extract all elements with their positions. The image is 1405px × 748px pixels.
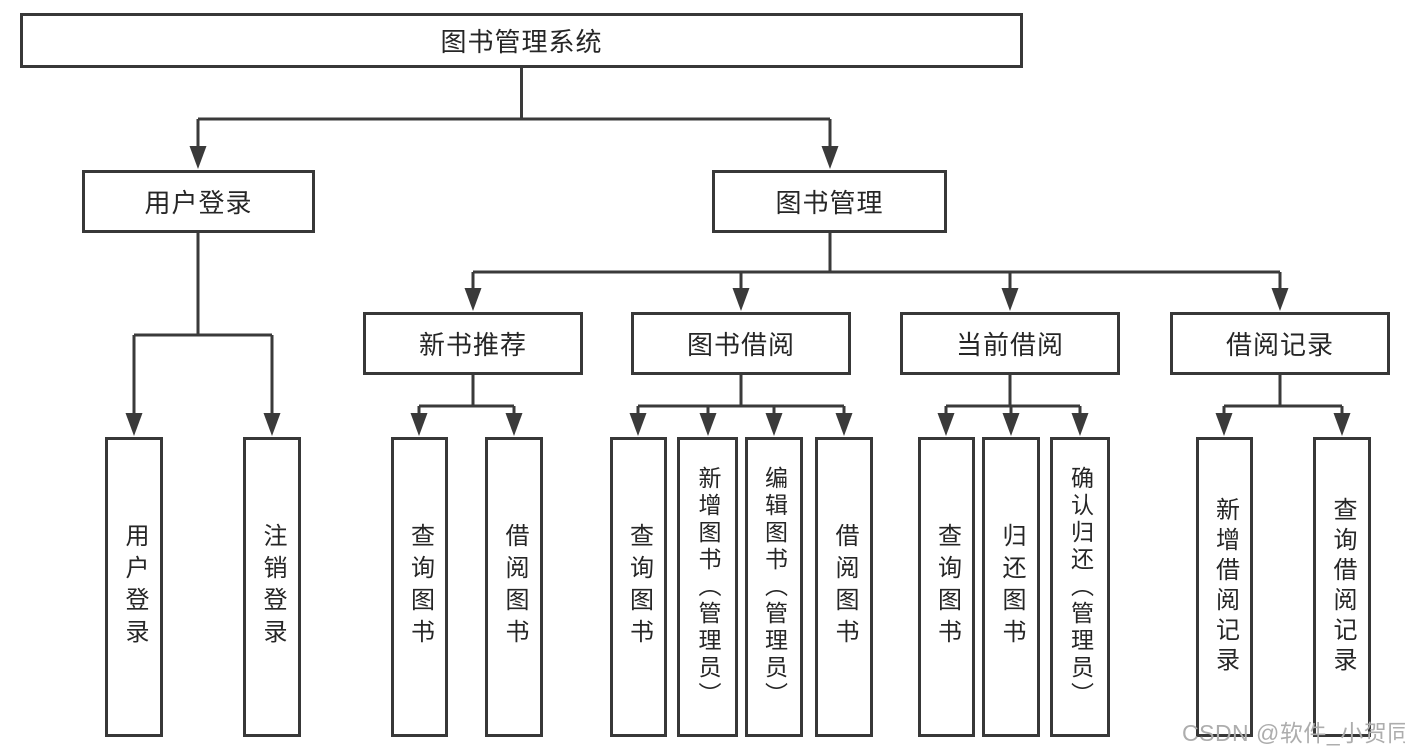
arrowhead: [410, 413, 428, 436]
node-label: 查询借阅记录: [1329, 497, 1356, 677]
leaf-add-books-admin: 新增图书（管理员）: [677, 437, 738, 737]
node-label: 用户登录: [121, 523, 148, 651]
node-label: 编辑图书（管理员）: [761, 465, 788, 709]
connector-user-login-children: [132, 233, 274, 414]
csdn-watermark: CSDN @软件_小贺同学: [1182, 720, 1405, 746]
arrowhead: [835, 413, 853, 436]
arrowhead: [1001, 288, 1019, 311]
leaf-query-books-borrow: 查询图书: [610, 437, 667, 737]
node-label: 查询图书: [625, 523, 653, 651]
connector-book-borrow-children: [636, 375, 846, 414]
arrowhead: [464, 288, 482, 311]
node-borrowing-records: 借阅记录: [1170, 312, 1390, 375]
arrowhead: [821, 146, 839, 169]
arrowhead: [732, 288, 750, 311]
node-user-login: 用户登录: [82, 170, 315, 233]
arrowhead: [505, 413, 523, 436]
leaf-return-books: 归还图书: [982, 437, 1040, 737]
node-label: 借阅图书: [501, 523, 528, 651]
leaf-logout-login: 注销登录: [243, 437, 301, 737]
arrowhead: [937, 413, 955, 436]
connector-new-book-children: [417, 375, 516, 414]
node-label: 借阅记录: [1225, 330, 1334, 360]
node-label: 图书管理: [775, 188, 884, 218]
arrowhead: [263, 413, 281, 436]
connector-book-mgmt-children: [471, 233, 1282, 289]
arrowhead: [1333, 413, 1351, 436]
leaf-add-borrow-record: 新增借阅记录: [1196, 437, 1253, 737]
arrowhead: [189, 146, 207, 169]
node-label: 当前借阅: [955, 330, 1064, 360]
node-book-borrowing: 图书借阅: [631, 312, 851, 375]
node-book-management: 图书管理: [712, 170, 947, 233]
arrowhead: [1002, 413, 1020, 436]
node-label: 归还图书: [998, 523, 1025, 651]
connector-root-to-branches: [196, 67, 832, 148]
arrowhead: [1215, 413, 1233, 436]
node-label: 确认归还（管理员）: [1067, 465, 1094, 709]
node-label: 新增借阅记录: [1211, 497, 1239, 677]
arrowhead: [765, 413, 783, 436]
node-label: 图书借阅: [686, 330, 795, 360]
leaf-query-borrow-record: 查询借阅记录: [1313, 437, 1371, 737]
node-label: 新增图书（管理员）: [695, 465, 721, 709]
leaf-query-books-recommend: 查询图书: [391, 437, 448, 737]
connector-current-borrow-children: [944, 375, 1082, 414]
leaf-edit-books-admin: 编辑图书（管理员）: [745, 437, 803, 737]
node-library-management-system: 图书管理系统: [20, 13, 1023, 68]
node-label: 借阅图书: [831, 523, 858, 651]
connector-borrow-record-children: [1222, 375, 1344, 414]
arrowhead: [1071, 413, 1089, 436]
leaf-confirm-return-admin: 确认归还（管理员）: [1050, 437, 1110, 737]
node-label: 图书管理系统: [440, 27, 603, 57]
leaf-query-books-current: 查询图书: [918, 437, 975, 737]
arrowhead: [125, 413, 143, 436]
leaf-borrow-books: 借阅图书: [815, 437, 873, 737]
node-label: 新书推荐: [418, 330, 527, 360]
node-current-borrowing: 当前借阅: [900, 312, 1120, 375]
arrowhead: [699, 413, 717, 436]
node-label: 查询图书: [933, 523, 961, 651]
leaf-user-login: 用户登录: [105, 437, 163, 737]
node-label: 用户登录: [144, 188, 253, 218]
node-label: 查询图书: [406, 523, 434, 651]
arrowhead: [1271, 288, 1289, 311]
node-new-book-recommendation: 新书推荐: [363, 312, 583, 375]
node-label: 注销登录: [259, 523, 286, 651]
leaf-borrow-books-recommend: 借阅图书: [485, 437, 543, 737]
arrowhead: [629, 413, 647, 436]
